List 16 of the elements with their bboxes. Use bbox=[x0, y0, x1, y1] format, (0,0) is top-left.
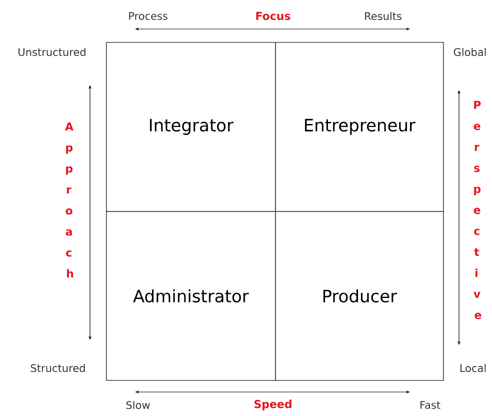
axis-end-label: Fast bbox=[420, 401, 440, 409]
axis-title: Perspective bbox=[474, 100, 482, 320]
axis-end-label: Local bbox=[460, 364, 486, 372]
axis-title: Approach bbox=[65, 122, 74, 278]
quadrant-box: Entrepreneur bbox=[275, 42, 444, 212]
axis-title: Speed bbox=[254, 400, 292, 410]
quadrant-box: Producer bbox=[275, 211, 444, 381]
axis-end-label: Slow bbox=[126, 400, 150, 410]
axis-end-label: Process bbox=[129, 12, 168, 20]
quadrant-box: Administrator bbox=[106, 211, 276, 381]
axis-end-label: Global bbox=[454, 48, 486, 56]
quadrant-box: Integrator bbox=[106, 42, 276, 212]
axis-end-label: Unstructured bbox=[18, 48, 86, 56]
axis-end-label: Results bbox=[365, 12, 402, 20]
axis-title: Focus bbox=[256, 12, 290, 20]
axis-end-label: Structured bbox=[30, 364, 85, 372]
